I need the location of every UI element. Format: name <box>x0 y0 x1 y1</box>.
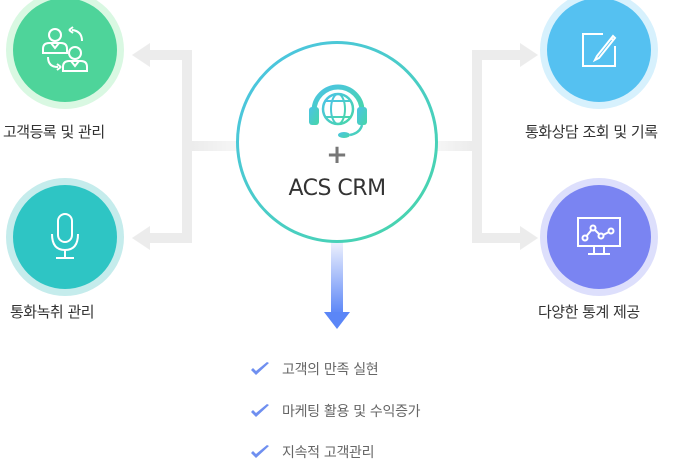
benefit-text: 마케팅 활용 및 수익증가 <box>282 404 421 420</box>
benefit-text: 지속적 고객관리 <box>282 445 375 461</box>
plus-sign: + <box>326 140 348 170</box>
feature-disc <box>547 0 651 102</box>
right-connector-stem <box>436 141 472 151</box>
right-arrow-bottom-shaft <box>482 233 520 243</box>
feature-label: 고객등록 및 관리 <box>3 123 105 141</box>
left-connector-vertical <box>182 50 192 243</box>
monitor-chart-icon <box>577 217 621 255</box>
check-icon <box>251 362 269 375</box>
left-arrow-top-shaft <box>150 50 182 60</box>
feature-disc <box>13 0 117 102</box>
headset-globe-icon <box>309 84 367 138</box>
center-hub: + ACS CRM <box>236 41 438 243</box>
down-arrow-head <box>324 312 350 329</box>
feature-label: 통화상담 조회 및 기록 <box>525 123 658 141</box>
benefit-item: 지속적 고객관리 <box>250 442 375 462</box>
benefit-text: 고객의 만족 실현 <box>282 362 379 378</box>
feature-disc <box>547 185 651 289</box>
check-icon <box>251 445 269 458</box>
benefit-item: 마케팅 활용 및 수익증가 <box>250 401 421 421</box>
feature-label: 다양한 통계 제공 <box>538 303 640 321</box>
left-connector-stem <box>192 141 238 151</box>
benefit-item: 고객의 만족 실현 <box>250 359 379 379</box>
left-arrow-bottom-head <box>132 226 150 250</box>
microphone-icon <box>51 213 79 259</box>
users-exchange-icon <box>42 26 88 72</box>
right-arrow-top-shaft <box>482 50 520 60</box>
check-icon <box>251 404 269 417</box>
left-arrow-top-head <box>132 43 150 67</box>
down-arrow-shaft <box>331 242 343 314</box>
edit-note-icon <box>582 33 617 67</box>
right-arrow-top-head <box>520 43 538 67</box>
right-connector-vertical <box>472 50 482 243</box>
center-title: ACS CRM <box>288 176 386 201</box>
feature-disc <box>13 185 117 289</box>
left-arrow-bottom-shaft <box>150 233 182 243</box>
right-arrow-bottom-head <box>520 226 538 250</box>
feature-label: 통화녹취 관리 <box>10 303 95 321</box>
